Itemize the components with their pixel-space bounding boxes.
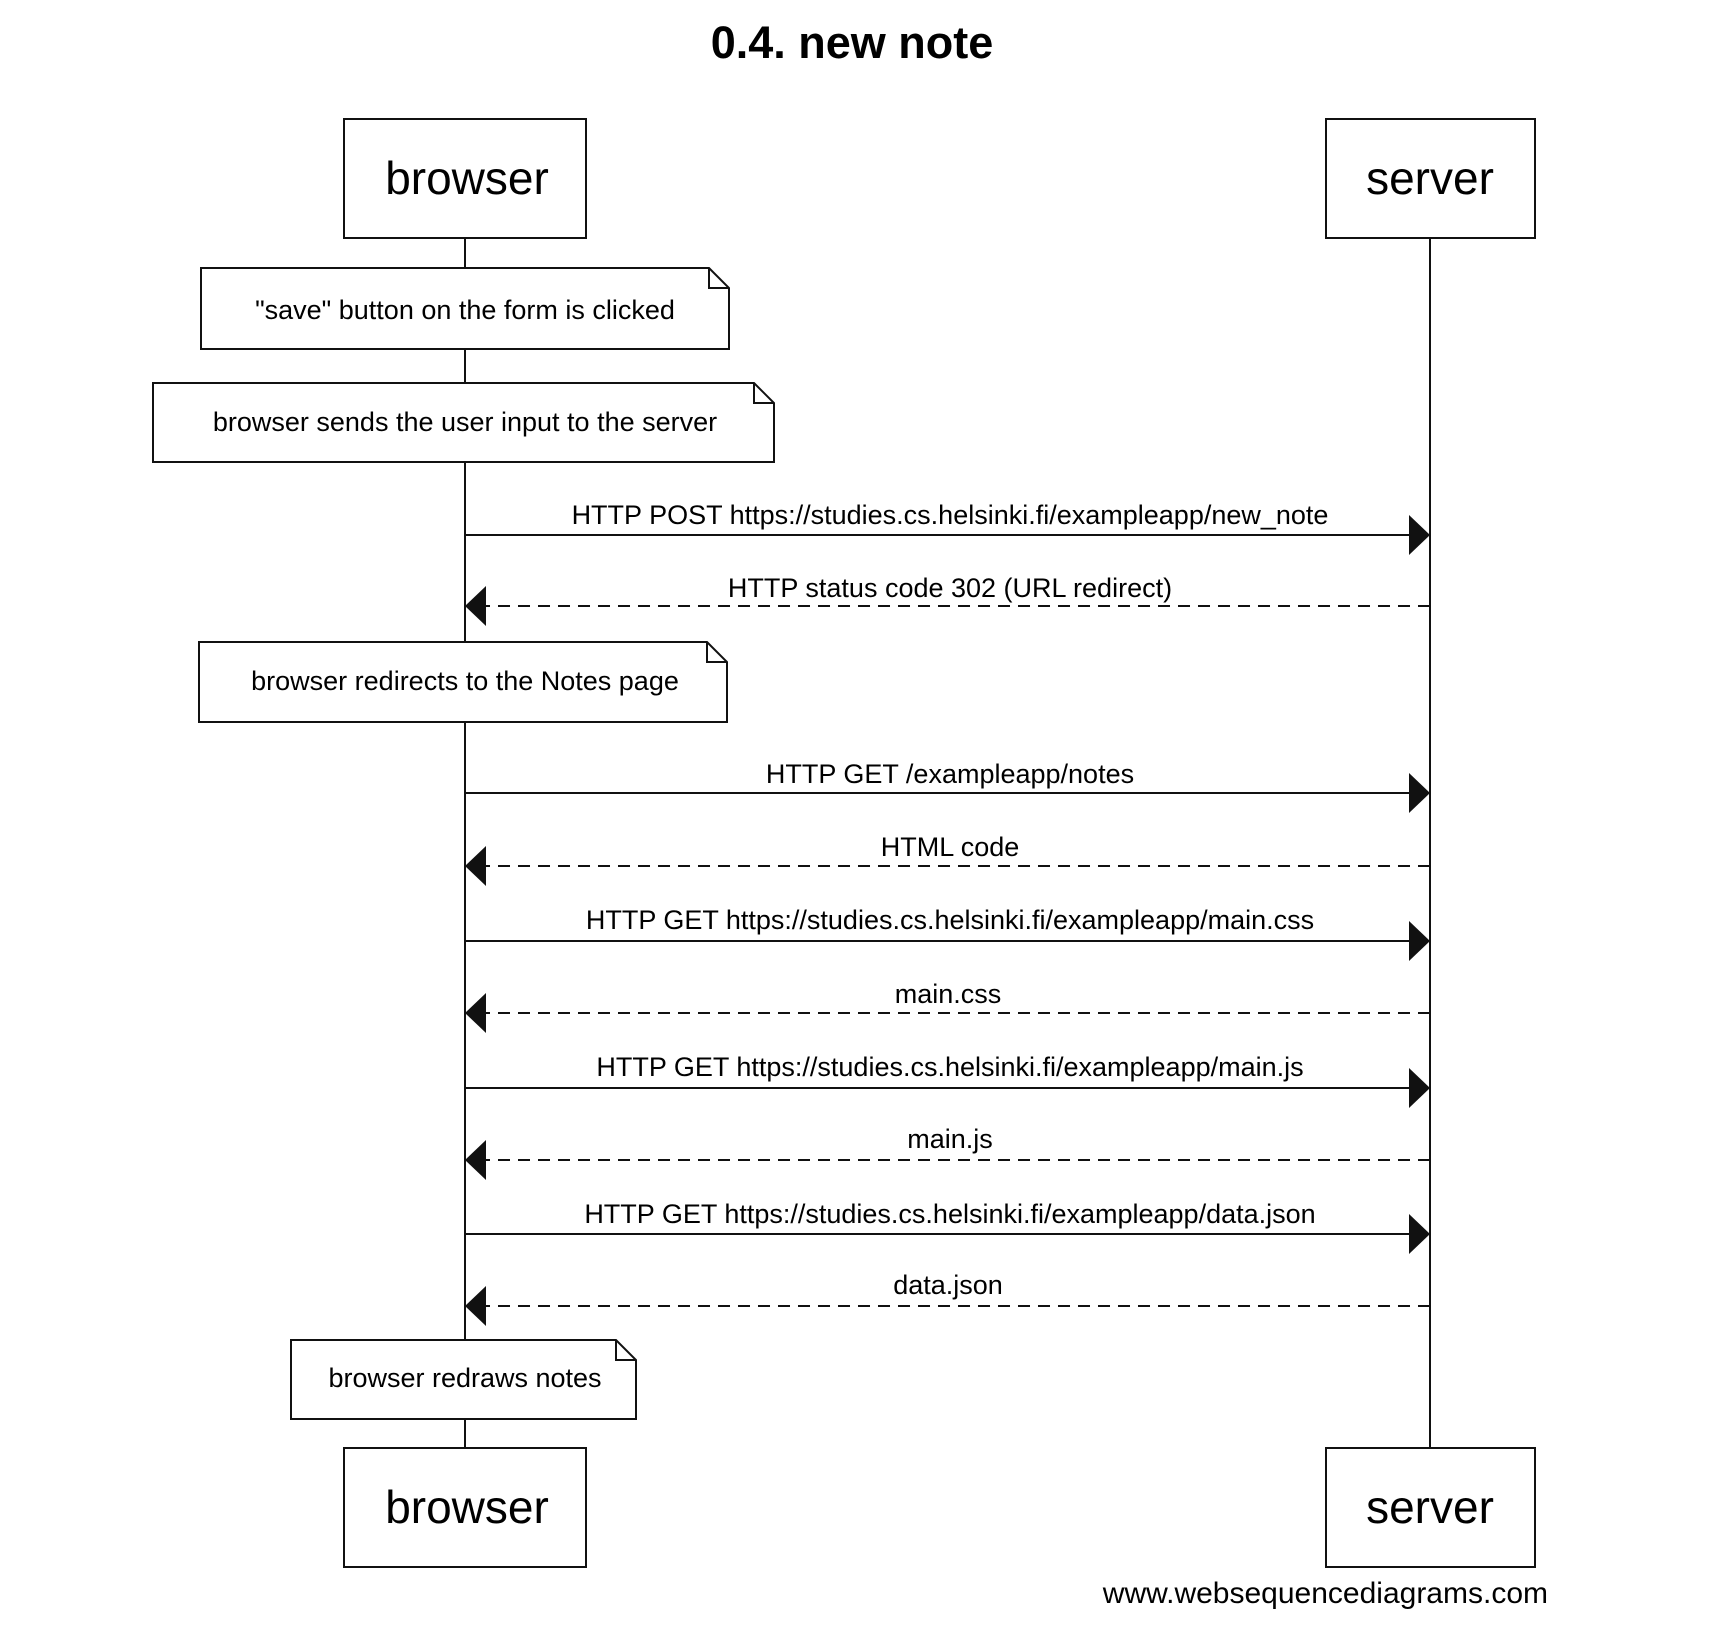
message-main-js: main.js [465,1124,1430,1180]
message-http-post: HTTP POST https://studies.cs.helsinki.fi… [465,500,1430,555]
message-http-post-label: HTTP POST https://studies.cs.helsinki.fi… [572,500,1329,530]
message-get-notes: HTTP GET /exampleapp/notes [465,759,1430,813]
note-sends-input: browser sends the user input to the serv… [152,382,775,463]
message-main-css: main.css [465,979,1430,1033]
note-redirects: browser redirects to the Notes page [198,641,728,723]
participant-browser-top: browser [343,118,587,239]
note-sends-input-text: browser sends the user input to the serv… [213,407,717,437]
note-redraws-text: browser redraws notes [328,1363,601,1393]
message-get-main-css-label: HTTP GET https://studies.cs.helsinki.fi/… [586,905,1314,935]
message-get-data-json: HTTP GET https://studies.cs.helsinki.fi/… [465,1199,1430,1254]
participant-browser-bottom: browser [343,1447,587,1568]
message-status-302-label: HTTP status code 302 (URL redirect) [728,573,1172,603]
message-get-main-css: HTTP GET https://studies.cs.helsinki.fi/… [465,905,1430,961]
participant-server-top: server [1325,118,1536,239]
participant-server-top-label: server [1366,152,1494,204]
participant-browser-top-label: browser [385,152,549,204]
message-html-code-label: HTML code [881,832,1020,862]
note-redirects-text: browser redirects to the Notes page [251,666,679,696]
note-save-clicked: "save" button on the form is clicked [200,267,730,350]
participant-server-bottom-label: server [1366,1481,1494,1533]
participant-browser-bottom-label: browser [385,1481,549,1533]
message-status-302: HTTP status code 302 (URL redirect) [465,573,1430,626]
footer-watermark: www.websequencediagrams.com [1102,1577,1548,1610]
message-data-json-label: data.json [893,1270,1003,1300]
message-main-js-label: main.js [907,1124,993,1154]
message-get-notes-label: HTTP GET /exampleapp/notes [766,759,1134,789]
message-data-json: data.json [465,1270,1430,1326]
participant-server-bottom: server [1325,1447,1536,1568]
message-get-main-js: HTTP GET https://studies.cs.helsinki.fi/… [465,1052,1430,1108]
message-main-css-label: main.css [895,979,1002,1009]
message-html-code: HTML code [465,832,1430,886]
diagram-title: 0.4. new note [711,17,994,68]
message-get-data-json-label: HTTP GET https://studies.cs.helsinki.fi/… [584,1199,1315,1229]
note-redraws: browser redraws notes [290,1339,637,1420]
message-get-main-js-label: HTTP GET https://studies.cs.helsinki.fi/… [596,1052,1303,1082]
note-save-clicked-text: "save" button on the form is clicked [255,295,675,325]
